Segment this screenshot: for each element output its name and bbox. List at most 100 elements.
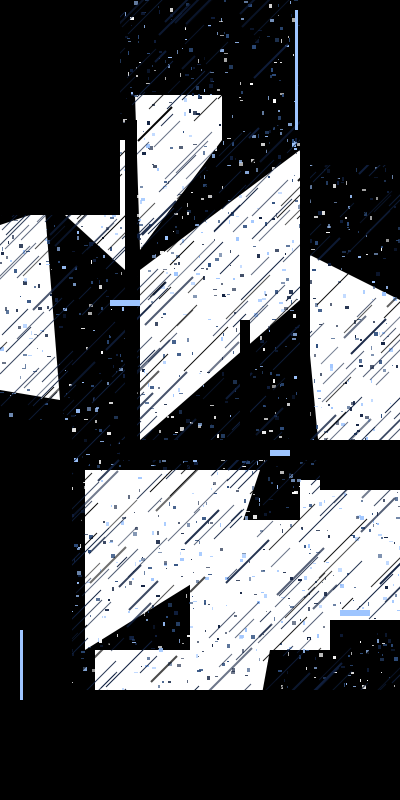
diagonal-stripe [307, 572, 326, 591]
noise-pixel [280, 62, 282, 63]
noise-pixel [95, 408, 98, 412]
noise-pixel [361, 500, 363, 502]
noise-pixel [213, 482, 216, 485]
noise-pixel [287, 649, 290, 650]
noise-pixel [174, 268, 175, 269]
noise-pixel [224, 58, 227, 62]
noise-pixel [222, 294, 226, 297]
diagonal-stripe [360, 675, 375, 690]
noise-pixel [383, 499, 385, 502]
noise-pixel [337, 178, 340, 179]
noise-pixel [318, 309, 322, 312]
noise-pixel [269, 142, 270, 144]
noise-pixel [358, 530, 361, 533]
diagonal-stripe [365, 199, 400, 235]
noise-pixel [311, 249, 315, 250]
noise-pixel [242, 554, 246, 558]
noise-pixel [208, 604, 210, 605]
noise-pixel [332, 536, 335, 538]
noise-pixel [191, 559, 192, 560]
noise-pixel [268, 176, 270, 178]
noise-pixel [130, 69, 133, 72]
noise-pixel [316, 344, 318, 348]
noise-pixel [59, 326, 63, 328]
noise-pixel [314, 379, 315, 383]
diagonal-stripe [339, 202, 355, 218]
diagonal-stripe [218, 170, 242, 194]
noise-pixel [106, 522, 109, 526]
noise-pixel [258, 134, 259, 138]
noise-pixel [265, 405, 266, 406]
noise-pixel [282, 560, 286, 563]
noise-pixel [378, 652, 379, 653]
noise-pixel [75, 415, 76, 416]
noise-pixel [368, 602, 369, 606]
noise-pixel [213, 289, 217, 290]
noise-pixel [137, 195, 141, 198]
noise-pixel [245, 516, 248, 520]
noise-pixel [232, 115, 233, 118]
noise-pixel [56, 314, 60, 315]
diagonal-stripe [165, 463, 182, 480]
diagonal-stripe [221, 184, 247, 210]
diagonal-stripe [232, 216, 249, 233]
noise-pixel [287, 671, 288, 674]
noise-pixel [267, 252, 269, 255]
noise-pixel [76, 595, 79, 597]
diagonal-stripe [255, 407, 284, 436]
noise-pixel [257, 254, 260, 258]
noise-pixel [342, 256, 345, 257]
noise-pixel [388, 639, 391, 643]
noise-pixel [161, 282, 163, 286]
noise-pixel [26, 231, 29, 234]
noise-pixel [217, 434, 219, 438]
noise-pixel [77, 582, 79, 584]
noise-pixel [327, 226, 331, 228]
noise-pixel [219, 124, 221, 126]
noise-pixel [224, 32, 225, 34]
noise-pixel [383, 369, 386, 372]
noise-pixel [106, 279, 108, 282]
noise-pixel [340, 220, 343, 223]
diagonal-stripe [148, 93, 165, 110]
noise-pixel [368, 565, 371, 566]
noise-pixel [210, 94, 212, 95]
noise-pixel [222, 663, 225, 666]
noise-pixel [149, 224, 152, 226]
diagonal-stripe [202, 377, 225, 400]
noise-pixel [40, 330, 44, 331]
noise-pixel [163, 354, 165, 358]
noise-pixel [158, 515, 159, 517]
noise-pixel [65, 370, 66, 371]
noise-pixel [151, 578, 154, 581]
diagonal-stripe [230, 509, 243, 522]
noise-pixel [111, 464, 114, 465]
noise-pixel [130, 87, 132, 88]
noise-pixel [149, 496, 151, 500]
noise-pixel [315, 241, 318, 245]
noise-pixel [97, 465, 100, 468]
noise-pixel [164, 404, 167, 405]
noise-pixel [173, 394, 174, 397]
noise-pixel [227, 138, 231, 139]
noise-pixel [261, 143, 265, 146]
noise-pixel [292, 139, 294, 143]
noise-pixel [92, 669, 95, 672]
noise-pixel [246, 511, 250, 512]
noise-pixel [99, 373, 101, 374]
noise-pixel [225, 72, 228, 73]
noise-pixel [396, 332, 397, 334]
diagonal-stripe [225, 539, 270, 584]
noise-pixel [99, 639, 102, 643]
noise-pixel [178, 194, 182, 195]
noise-pixel [360, 641, 361, 643]
noise-pixel [379, 416, 381, 419]
noise-pixel [270, 372, 272, 375]
noise-pixel [140, 200, 142, 204]
noise-pixel [214, 416, 216, 419]
noise-pixel [363, 433, 365, 436]
diagonal-stripe [167, 240, 215, 288]
noise-pixel [263, 405, 266, 407]
noise-pixel [225, 292, 226, 296]
noise-pixel [240, 82, 241, 85]
